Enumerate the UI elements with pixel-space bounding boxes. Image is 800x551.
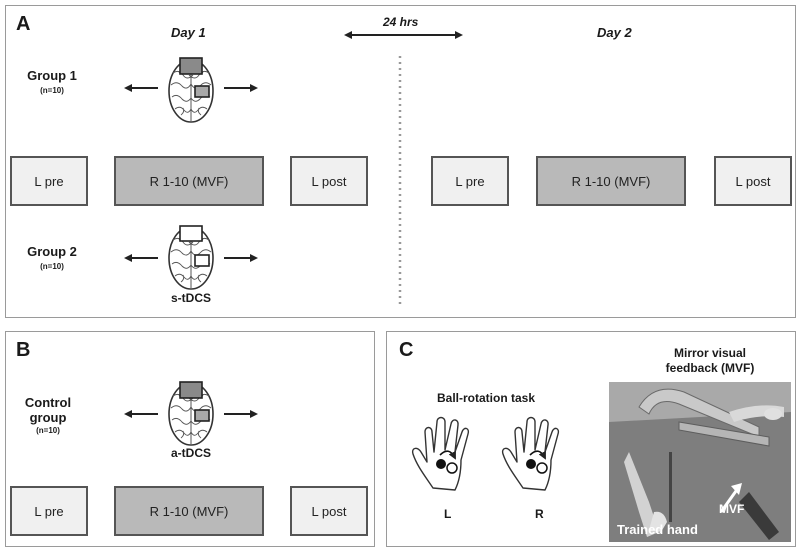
panel-c-letter: C [399, 339, 414, 361]
right-rotation-arrow-icon [529, 450, 546, 460]
group2-sham-electrode-2 [194, 254, 210, 267]
day2-label: Day 2 [597, 25, 632, 40]
control-group-n: (n=10) [36, 426, 60, 435]
panel-b: B Control group (n=10) a-tDCS L pre R 1-… [5, 331, 375, 547]
group1-label: Group 1 [27, 68, 77, 83]
right-hand-label: R [535, 507, 544, 521]
day2-l-pre-box: L pre [431, 156, 509, 206]
group2-n: (n=10) [40, 262, 64, 271]
control-stim-label: a-tDCS [170, 446, 211, 460]
group1-cathode-electrode [194, 85, 210, 98]
photo-trained-hand-label: Trained hand [617, 522, 698, 537]
control-cathode-electrode [194, 409, 210, 422]
day1-l-pre-box: L pre [10, 156, 88, 206]
control-anode-electrode [179, 381, 203, 399]
group2-montage [124, 225, 258, 290]
control-r-mvf-box: R 1-10 (MVF) [114, 486, 264, 536]
panel-c: C Ball-rotation task L R Mirror visual f… [386, 331, 796, 547]
mvf-setup-photo: MVF Trained hand [609, 382, 791, 542]
control-l-post-box: L post [290, 486, 368, 536]
left-hand-label: L [444, 507, 452, 521]
control-l-pre-box: L pre [10, 486, 88, 536]
group2-stim-label: s-tDCS [170, 291, 211, 305]
control-group-label-line2: group [29, 410, 67, 425]
interval-arrow [344, 31, 463, 304]
right-white-ball-icon [536, 462, 548, 474]
ball-rotation-hands [411, 416, 560, 491]
group1-montage [124, 57, 258, 123]
panel-a-letter: A [16, 13, 31, 35]
mvf-setup-illustration [609, 382, 791, 542]
group2-label: Group 2 [27, 244, 77, 259]
mvf-title-line2: feedback (MVF) [665, 361, 755, 375]
mvf-title-line1: Mirror visual [673, 346, 747, 360]
right-black-ball-icon [526, 459, 536, 469]
day2-r-mvf-box: R 1-10 (MVF) [536, 156, 686, 206]
interval-label: 24 hrs [383, 15, 419, 29]
left-white-ball-icon [446, 462, 458, 474]
control-group-label-line1: Control [24, 395, 72, 410]
left-black-ball-icon [436, 459, 446, 469]
panel-a: A Day 1 Day 2 24 hrs Group 1 (n=10) L pr… [5, 5, 796, 318]
day2-l-post-box: L post [714, 156, 792, 206]
control-montage [124, 381, 258, 446]
day1-r-mvf-box: R 1-10 (MVF) [114, 156, 264, 206]
group1-n: (n=10) [40, 86, 64, 95]
left-rotation-arrow-icon [439, 450, 456, 460]
task-title: Ball-rotation task [437, 391, 536, 405]
day1-l-post-box: L post [290, 156, 368, 206]
mvf-arrow-icon [719, 483, 742, 513]
photo-mvf-label: MVF [719, 502, 745, 516]
group1-anode-electrode [179, 57, 203, 75]
day1-label: Day 1 [171, 25, 206, 40]
panel-b-letter: B [16, 339, 31, 361]
group2-sham-electrode-1 [179, 225, 203, 242]
